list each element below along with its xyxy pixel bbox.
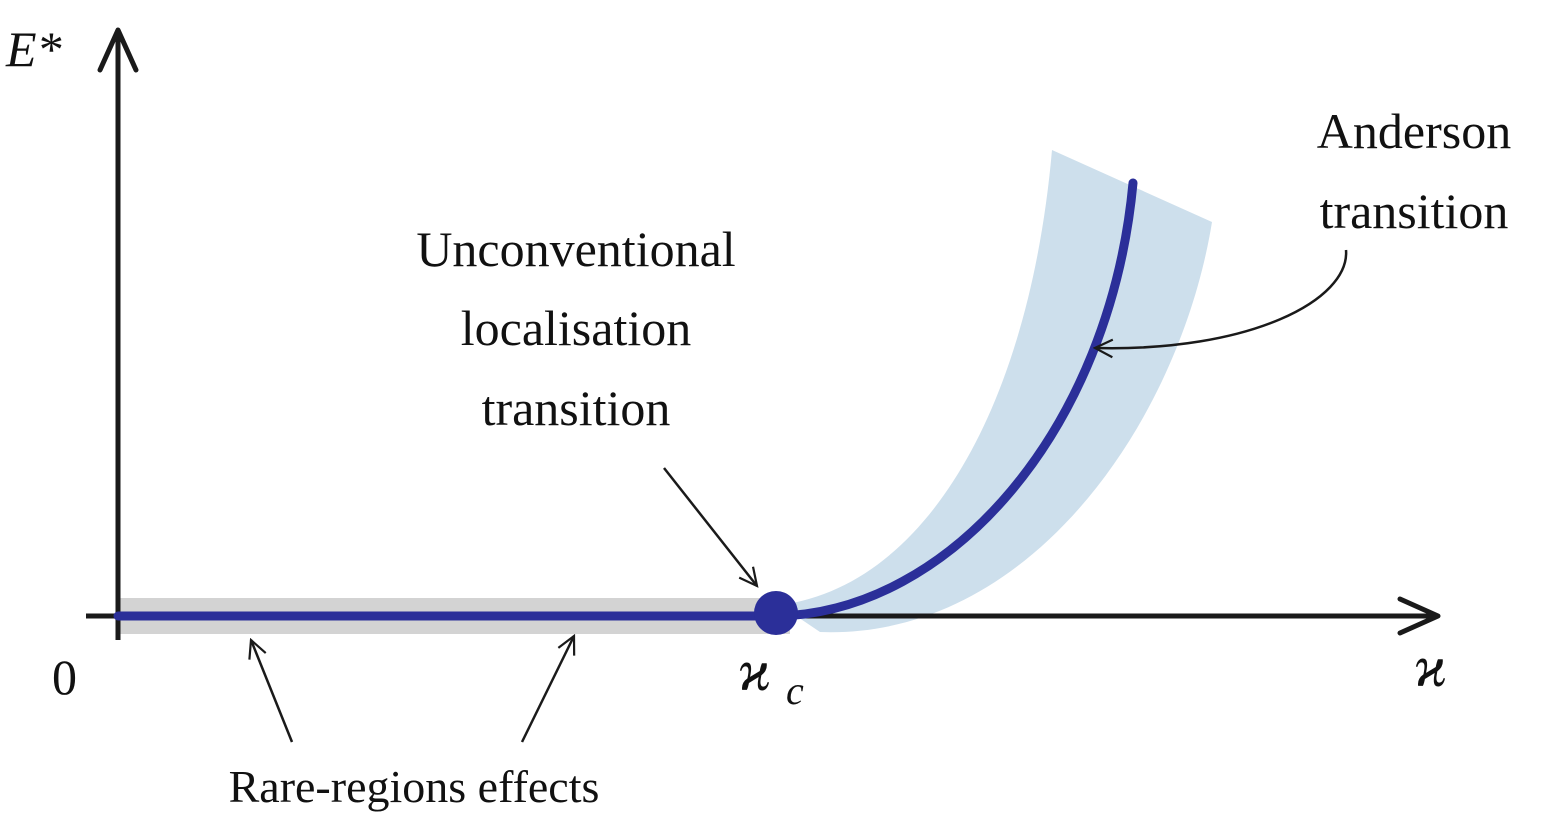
svg-text:Anderson: Anderson <box>1317 103 1511 159</box>
svg-text:ϰ: ϰ <box>738 638 771 703</box>
rare-regions-label: Rare-regions effects <box>229 761 600 812</box>
svg-text:localisation: localisation <box>461 300 692 356</box>
svg-text:c: c <box>786 668 804 713</box>
origin-label: 0 <box>52 649 77 705</box>
unconventional-arrow <box>663 467 757 586</box>
anderson-arrow <box>1095 249 1348 348</box>
svg-text:transition: transition <box>482 380 671 436</box>
critical-value-label: ϰ c <box>738 638 804 713</box>
svg-text:Unconventional: Unconventional <box>416 221 735 277</box>
svg-text:transition: transition <box>1320 183 1509 239</box>
rare-regions-arrow-left <box>251 640 294 743</box>
critical-point <box>754 591 798 635</box>
mobility-edge-curve <box>113 178 1138 621</box>
y-axis-label: E* <box>5 21 62 77</box>
unconventional-transition-label: Unconventional localisation transition <box>416 221 735 436</box>
rare-regions-arrow-right <box>520 636 574 743</box>
anderson-band <box>780 150 1212 633</box>
x-axis-label: ϰ <box>1414 634 1447 699</box>
y-axis <box>97 27 139 640</box>
anderson-transition-label: Anderson transition <box>1317 103 1511 239</box>
